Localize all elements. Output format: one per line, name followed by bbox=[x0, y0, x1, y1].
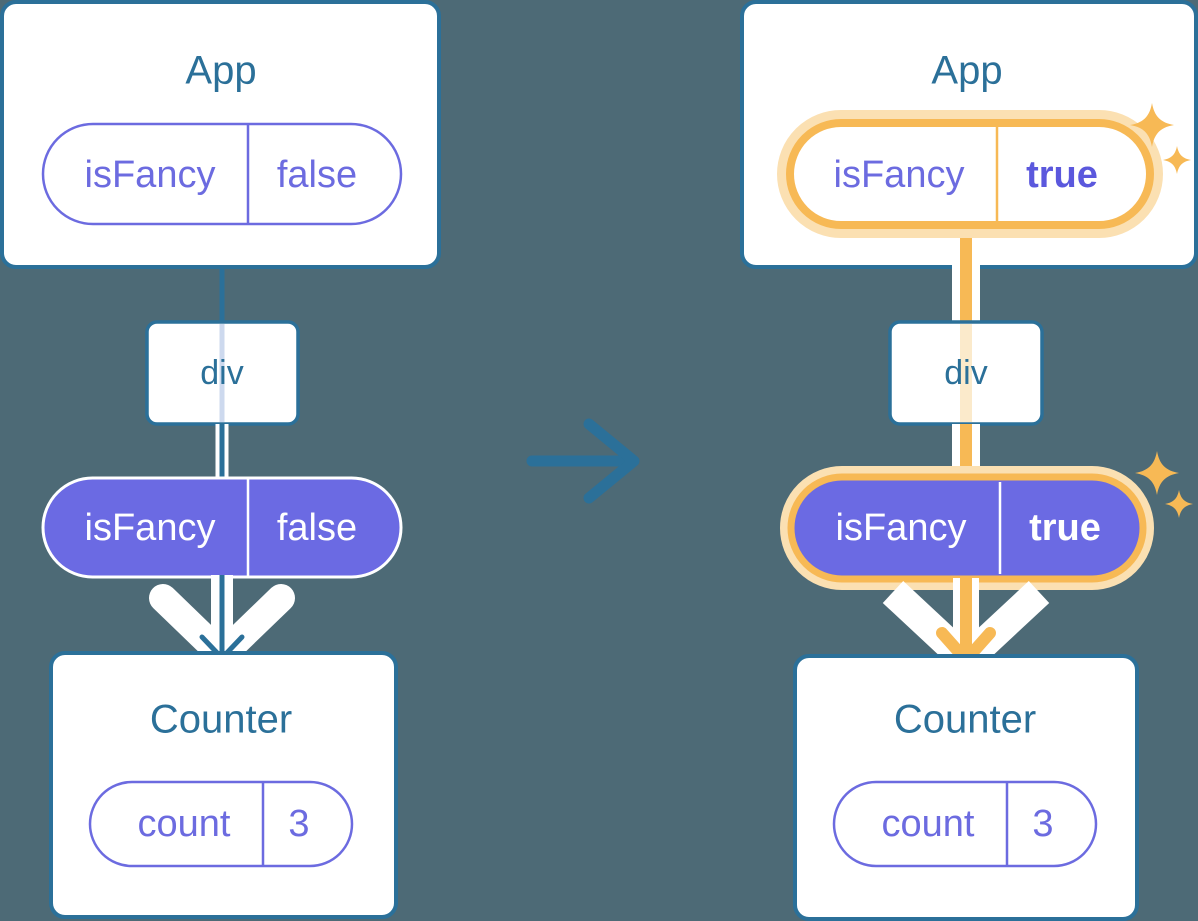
after-app-pill-value: true bbox=[1026, 154, 1098, 196]
before-counter-pill[interactable]: count 3 bbox=[88, 780, 354, 868]
after-div-title: div bbox=[944, 354, 987, 392]
before-app-pill[interactable]: isFancy false bbox=[41, 122, 403, 226]
sparkle-large-icon bbox=[1135, 451, 1179, 495]
before-arrow-down-icon bbox=[199, 575, 245, 661]
before-div-title: div bbox=[200, 354, 243, 392]
before-props-pill-name: isFancy bbox=[85, 507, 216, 549]
after-group: App isFancy true bbox=[740, 0, 1198, 921]
after-app-pill-shape bbox=[786, 119, 1154, 229]
before-props-pill-value: false bbox=[277, 507, 357, 549]
before-counter-title: Counter bbox=[150, 698, 292, 742]
before-app-title: App bbox=[185, 49, 256, 93]
before-app-pill-value: false bbox=[277, 154, 357, 196]
before-div-box[interactable]: div bbox=[145, 320, 300, 426]
transition-arrow-right-icon bbox=[526, 418, 640, 504]
before-counter-pill-value: 3 bbox=[288, 803, 309, 845]
sparkle-small-icon bbox=[1165, 490, 1193, 518]
after-props-pill-name: isFancy bbox=[836, 507, 967, 549]
after-counter-pill-name: count bbox=[882, 803, 975, 845]
after-props-pill[interactable]: isFancy true bbox=[780, 466, 1154, 590]
before-group: App isFancy false div bbox=[0, 0, 441, 919]
before-app-pill-shape bbox=[41, 122, 403, 226]
after-app-pill-name: isFancy bbox=[834, 154, 965, 196]
after-counter-pill[interactable]: count 3 bbox=[832, 780, 1098, 868]
after-props-pill-value: true bbox=[1029, 507, 1101, 549]
after-counter-pill-shape bbox=[832, 780, 1098, 868]
before-counter-pill-shape bbox=[88, 780, 354, 868]
before-app-pill-name: isFancy bbox=[85, 154, 216, 196]
before-counter-pill-name: count bbox=[138, 803, 231, 845]
after-app-pill[interactable]: isFancy true bbox=[777, 110, 1163, 238]
after-div-box[interactable]: div bbox=[888, 320, 1044, 426]
after-counter-pill-value: 3 bbox=[1032, 803, 1053, 845]
after-app-pill-halo bbox=[777, 110, 1163, 238]
after-app-title: App bbox=[931, 49, 1002, 93]
before-props-pill[interactable]: isFancy false bbox=[41, 476, 403, 579]
after-arrow-down-icon bbox=[936, 578, 996, 666]
after-counter-title: Counter bbox=[894, 698, 1036, 742]
